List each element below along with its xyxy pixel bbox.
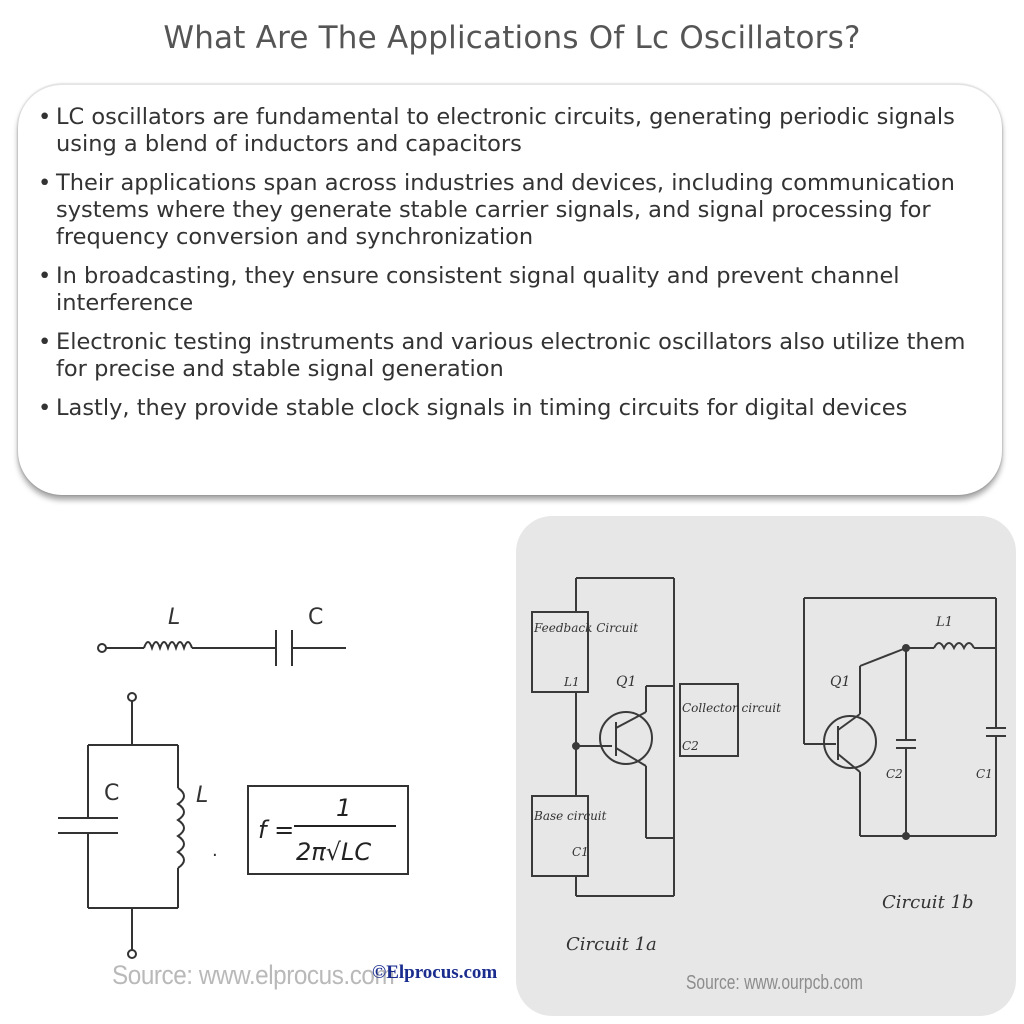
l1-label-b: L1 bbox=[935, 615, 953, 630]
formula-box bbox=[247, 785, 409, 875]
series-lc-circuit bbox=[97, 630, 346, 666]
series-inductor-label: L bbox=[168, 605, 180, 630]
elprocus-logo: ©Elprocus.com bbox=[372, 962, 498, 983]
formula-lhs: f = bbox=[258, 816, 294, 844]
bullet-item: In broadcasting, they ensure consistent … bbox=[38, 263, 988, 317]
c1-label-a: C1 bbox=[572, 845, 589, 859]
q1-label-a: Q1 bbox=[616, 674, 636, 690]
formula-denominator: 2π√LC bbox=[296, 838, 371, 866]
collector-circuit-box bbox=[679, 683, 739, 757]
bullet-item: Their applications span across industrie… bbox=[38, 170, 988, 251]
collector-circuit-label: Collector circuit bbox=[682, 701, 781, 715]
bullet-item: Lastly, they provide stable clock signal… bbox=[38, 395, 988, 422]
q1-label-b: Q1 bbox=[830, 674, 850, 690]
bullet-item: LC oscillators are fundamental to electr… bbox=[38, 104, 988, 158]
transistor-q1-a bbox=[599, 711, 653, 765]
parallel-lc-circuit bbox=[58, 692, 185, 959]
svg-text:.: . bbox=[212, 840, 218, 861]
circuit-1b-label: Circuit 1b bbox=[882, 892, 974, 913]
source-credit-right: Source: www.ourpcb.com bbox=[686, 972, 863, 994]
base-circuit-box bbox=[531, 795, 589, 877]
bullet-list: LC oscillators are fundamental to electr… bbox=[38, 104, 988, 434]
page-title: What Are The Applications Of Lc Oscillat… bbox=[163, 20, 861, 56]
c2-label-a: C2 bbox=[682, 739, 699, 753]
c2-label-b: C2 bbox=[886, 767, 903, 781]
parallel-capacitor-label: C bbox=[104, 781, 119, 806]
lc-circuit-diagram: L C C L . f = 1 2π√LC bbox=[58, 605, 409, 959]
hand-drawn-circuit-photo: Feedback Circuit L1 Q1 Collector circuit… bbox=[516, 516, 1016, 1016]
parallel-inductor-label: L bbox=[196, 783, 208, 808]
bullet-item: Electronic testing instruments and vario… bbox=[38, 329, 988, 383]
source-credit-left: Source: www.elprocus.com bbox=[112, 960, 395, 990]
l1-label-a: L1 bbox=[563, 675, 580, 689]
lc-circuit-figure: L C C L . f = 1 2π√LC bbox=[40, 590, 500, 1000]
feedback-circuit-box bbox=[531, 611, 589, 693]
formula-numerator: 1 bbox=[336, 794, 351, 822]
base-circuit-label: Base circuit bbox=[533, 809, 607, 823]
c1-label-b: C1 bbox=[976, 767, 993, 781]
series-capacitor-label: C bbox=[308, 605, 323, 630]
circuit-1a-label: Circuit 1a bbox=[566, 934, 657, 955]
feedback-circuit-label: Feedback Circuit bbox=[533, 621, 638, 635]
hand-drawn-circuits: Feedback Circuit L1 Q1 Collector circuit… bbox=[531, 577, 1006, 955]
transistor-q1-b bbox=[823, 715, 877, 769]
